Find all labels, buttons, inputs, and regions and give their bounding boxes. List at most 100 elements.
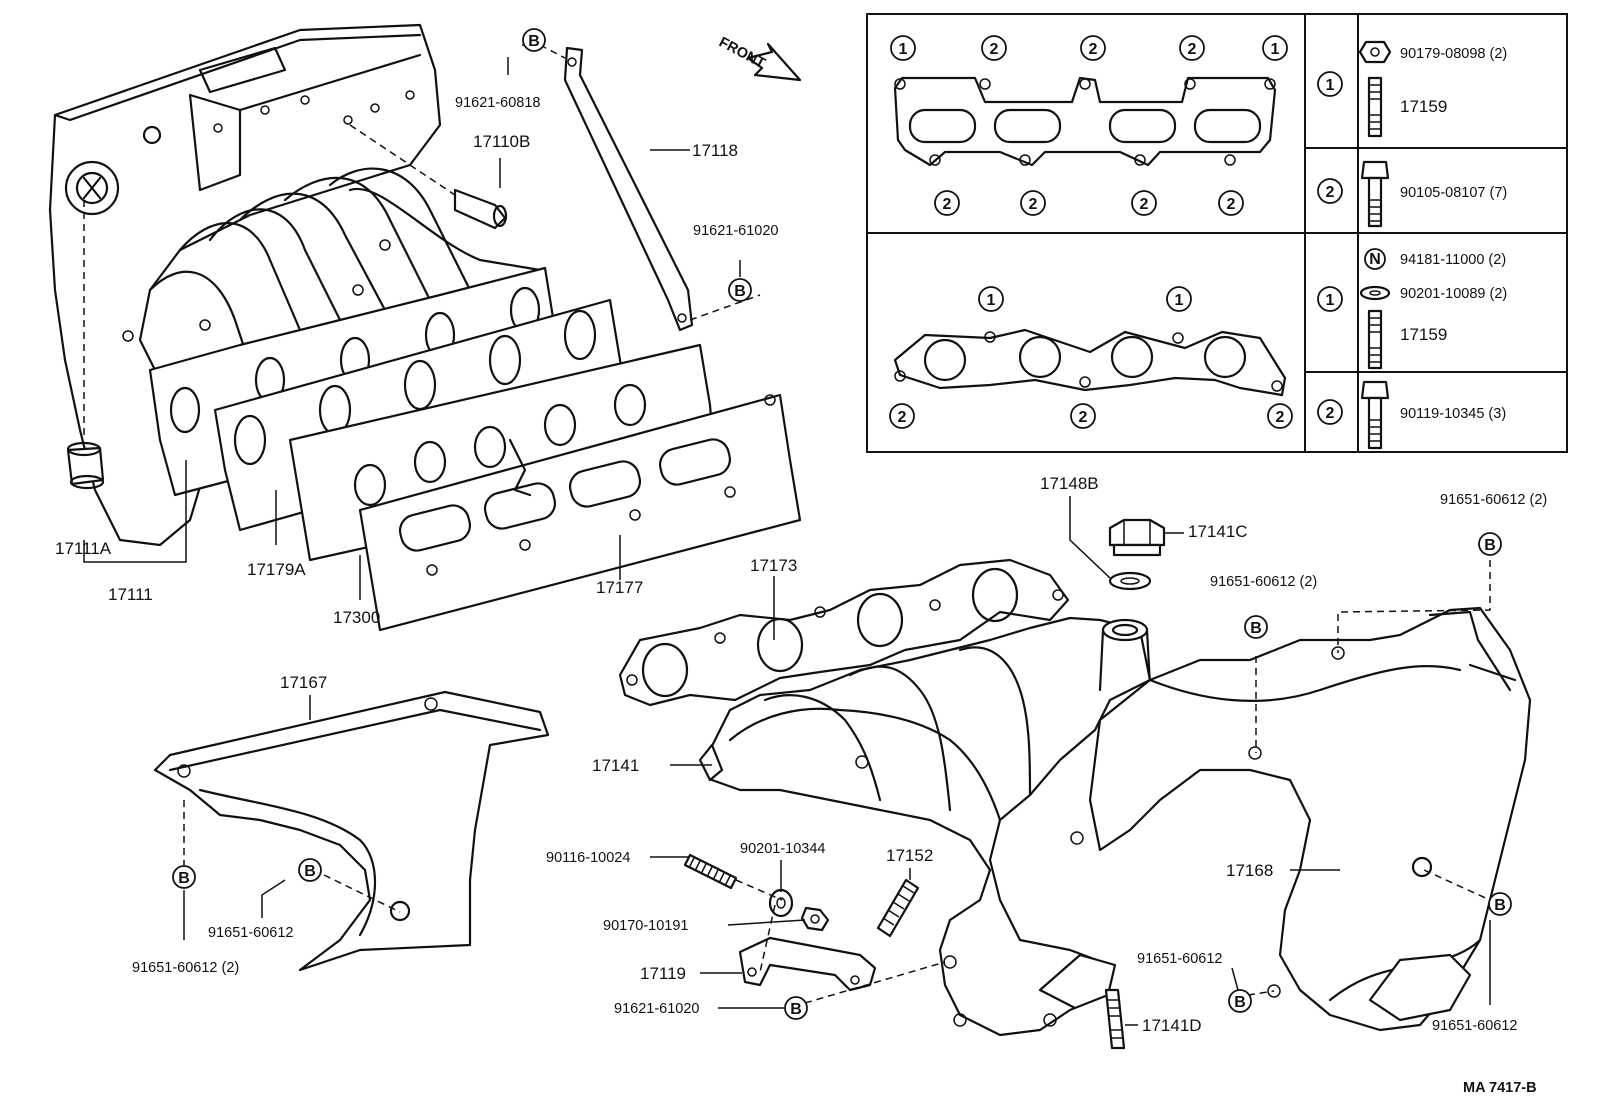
table-part-number: 94181-11000 (2) [1400, 252, 1506, 268]
exhaust-gasket-17173 [618, 558, 1070, 707]
dash-line-stay-bottom [689, 294, 761, 321]
b-mark: B [1244, 615, 1268, 639]
bracket-17119 [738, 936, 877, 992]
label-17177: 17177 [596, 578, 643, 597]
label-17148b: 17148B [1040, 474, 1099, 493]
label-90170-10191: 90170-10191 [603, 918, 688, 934]
label-17300: 17300 [333, 608, 380, 627]
svg-text:B: B [1494, 897, 1506, 914]
inset-mark-1: 1 [1166, 286, 1192, 312]
svg-text:2: 2 [1029, 196, 1038, 213]
svg-text:B: B [790, 1001, 802, 1018]
svg-text:B: B [1234, 994, 1246, 1011]
svg-text:2: 2 [943, 196, 952, 213]
dash-line-insulator-top [1337, 560, 1491, 653]
svg-text:1: 1 [987, 292, 996, 309]
label-91651-60612-2: 91651-60612 (2) [1440, 492, 1547, 508]
svg-text:1: 1 [899, 41, 908, 58]
inset-mark-2: 2 [934, 190, 960, 216]
svg-text:2: 2 [898, 409, 907, 426]
svg-text:B: B [178, 870, 190, 887]
flange-gaskets-stack [148, 266, 802, 632]
stud-17152 [876, 878, 920, 938]
heat-insulator-17167 [153, 690, 550, 972]
sleeve-17111a [66, 441, 105, 490]
label-17111: 17111 [108, 585, 153, 604]
label-91651-60612: 91651-60612 [1137, 951, 1222, 967]
svg-text:2: 2 [1188, 41, 1197, 58]
svg-text:1: 1 [1326, 292, 1335, 309]
front-label: FRONT [716, 34, 768, 72]
label-17141d: 17141D [1142, 1016, 1202, 1035]
svg-text:1: 1 [1175, 292, 1184, 309]
stud-17141d [1104, 988, 1126, 1050]
label-17141: 17141 [592, 756, 639, 775]
b-mark: B [728, 278, 752, 302]
table-part-number: 17159 [1400, 97, 1447, 116]
svg-text:2: 2 [1079, 409, 1088, 426]
union-17110b [453, 188, 508, 230]
washer-90201-10344 [768, 888, 794, 918]
dash-line-union [349, 124, 456, 196]
stud-icon [1367, 76, 1383, 138]
stud-90116-10024 [683, 853, 738, 890]
label-17141c: 17141C [1188, 522, 1248, 541]
label-90201-10344: 90201-10344 [740, 841, 825, 857]
table-mark-1: 1 [1317, 286, 1343, 312]
nut-icon [1358, 40, 1392, 64]
bolt-icon [1360, 380, 1390, 450]
inset-mark-2: 2 [1179, 35, 1205, 61]
table-part-number: 90179-08098 (2) [1400, 46, 1507, 62]
stay-17118 [563, 46, 694, 332]
inset-mark-2: 2 [1020, 190, 1046, 216]
table-mark-2: 2 [1317, 399, 1343, 425]
table-part-number: 90105-08107 (7) [1400, 185, 1507, 201]
stud-icon [1367, 309, 1383, 370]
diagram-code: MA 7417-B [1463, 1080, 1537, 1096]
n-nut-icon: N [1364, 248, 1386, 270]
label-17173: 17173 [750, 556, 797, 575]
label-91651-60612-2: 91651-60612 (2) [132, 960, 239, 976]
b-mark: B [1488, 892, 1512, 916]
dash-line-stud [735, 879, 783, 901]
dash-line-insulator-right [1423, 869, 1491, 901]
svg-text:B: B [304, 863, 316, 880]
label-91651-60612-2: 91651-60612 (2) [1210, 574, 1317, 590]
label-17110b: 17110B [473, 132, 530, 151]
intake-manifold-17111 [48, 23, 542, 547]
svg-text:B: B [528, 33, 540, 50]
svg-text:2: 2 [1326, 405, 1335, 422]
inset-mark-2: 2 [1218, 190, 1244, 216]
plug-17141c [1108, 518, 1166, 557]
washer-icon [1359, 285, 1391, 301]
inset-mark-2: 2 [1131, 190, 1157, 216]
dash-line-bracket-bolt [804, 961, 946, 1004]
label-91651-60612: 91651-60612 [208, 925, 293, 941]
inset-mark-2: 2 [1267, 403, 1293, 429]
label-91621-61020: 91621-61020 [614, 1001, 699, 1017]
gasket-17148b [1108, 571, 1152, 591]
svg-text:B: B [734, 283, 746, 300]
inset-mark-2: 2 [889, 403, 915, 429]
label-91621-60818: 91621-60818 [455, 95, 540, 111]
bolt-icon [1360, 160, 1390, 228]
label-17167: 17167 [280, 673, 327, 692]
label-90116-10024: 90116-10024 [546, 850, 630, 866]
callout-labels: 91621-60818 17110B 17118 91621-61020 171… [55, 95, 1547, 1096]
label-17119: 17119 [640, 964, 686, 983]
b-mark: B [1478, 532, 1502, 556]
b-mark: B [172, 865, 196, 889]
dash-line-shield-bolt [323, 874, 401, 913]
table-part-number: 90201-10089 (2) [1400, 286, 1507, 302]
label-17179a: 17179A [247, 560, 306, 579]
svg-text:2: 2 [1326, 184, 1335, 201]
table-mark-1: 1 [1317, 71, 1343, 97]
inset-mark-2: 2 [1070, 403, 1096, 429]
dash-line-stay-top [539, 44, 566, 59]
leader-lines [83, 44, 1491, 1026]
nut-90170-10191 [800, 906, 830, 932]
svg-text:B: B [1250, 620, 1262, 637]
svg-text:1: 1 [1326, 77, 1335, 94]
label-17152: 17152 [886, 846, 933, 865]
